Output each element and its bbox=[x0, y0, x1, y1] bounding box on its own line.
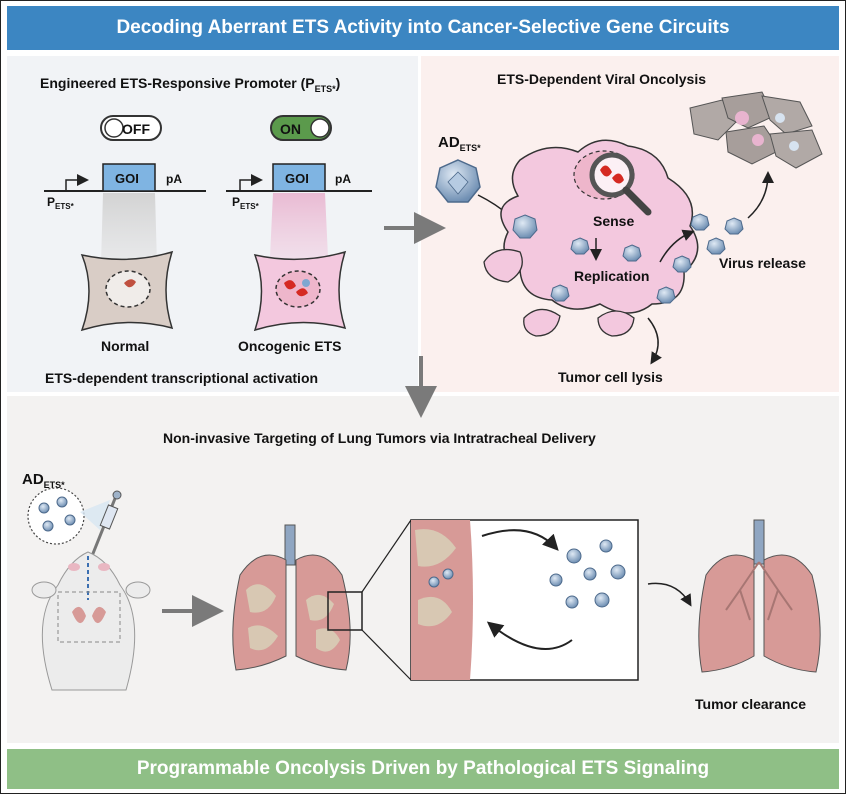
gene-construct-normal: GOI pA PETS* bbox=[44, 163, 206, 211]
panel-b-title: ETS-Dependent Viral Oncolysis bbox=[497, 71, 706, 87]
virus-bubble-icon bbox=[27, 487, 110, 545]
panel-a-caption: ETS-dependent transcriptional activation bbox=[45, 370, 318, 386]
goi-label-normal: GOI bbox=[115, 171, 139, 186]
adenovirus-icon-large bbox=[435, 159, 481, 203]
lysis-label: Tumor cell lysis bbox=[558, 369, 663, 385]
replication-label: Replication bbox=[574, 268, 649, 284]
oncogenic-cell-icon bbox=[253, 250, 347, 332]
virus-particles-b bbox=[512, 213, 744, 304]
off-switch-icon: OFF bbox=[100, 115, 162, 141]
syringe-icon bbox=[90, 490, 122, 557]
pa-label-oncogenic: pA bbox=[335, 172, 351, 186]
magnifier-icon bbox=[589, 152, 652, 216]
panel-promoter bbox=[7, 56, 418, 392]
replication-arrow bbox=[659, 229, 695, 263]
virus-label-b: ADETS* bbox=[438, 134, 481, 153]
promoter-label-normal: PETS* bbox=[47, 195, 75, 211]
sense-label: Sense bbox=[593, 213, 634, 229]
tumor-lungs-icon bbox=[232, 524, 363, 671]
arrow-to-clearance bbox=[647, 582, 692, 607]
oncogenic-label: Oncogenic ETS bbox=[238, 338, 341, 354]
gene-construct-oncogenic: GOI pA PETS* bbox=[226, 163, 372, 211]
lysed-cells-icon bbox=[689, 91, 823, 169]
release-label: Virus release bbox=[719, 255, 806, 271]
panel-a-title: Engineered ETS-Responsive Promoter (PETS… bbox=[40, 75, 340, 94]
zoom-line-bottom bbox=[361, 629, 412, 681]
off-label: OFF bbox=[122, 121, 150, 137]
panel-c-title: Non-invasive Targeting of Lung Tumors vi… bbox=[163, 430, 596, 446]
clearance-label: Tumor clearance bbox=[695, 696, 806, 712]
normal-cell-icon bbox=[80, 250, 174, 332]
healthy-lungs-icon bbox=[698, 519, 821, 673]
header-banner: Decoding Aberrant ETS Activity into Canc… bbox=[7, 6, 839, 50]
zoom-box bbox=[410, 519, 639, 681]
mouse-icon bbox=[31, 551, 151, 691]
on-label: ON bbox=[280, 121, 301, 137]
promoter-label-oncogenic: PETS* bbox=[232, 195, 260, 211]
lysis-arrow bbox=[647, 317, 662, 365]
goi-label-oncogenic: GOI bbox=[285, 171, 309, 186]
footer-banner: Programmable Oncolysis Driven by Patholo… bbox=[7, 749, 839, 789]
zoom-line-top bbox=[361, 519, 412, 593]
virus-label-c: ADETS* bbox=[22, 471, 65, 490]
normal-label: Normal bbox=[101, 338, 149, 354]
on-switch-icon: ON bbox=[270, 115, 332, 141]
release-arrow bbox=[747, 171, 774, 219]
pa-label-normal: pA bbox=[166, 172, 182, 186]
